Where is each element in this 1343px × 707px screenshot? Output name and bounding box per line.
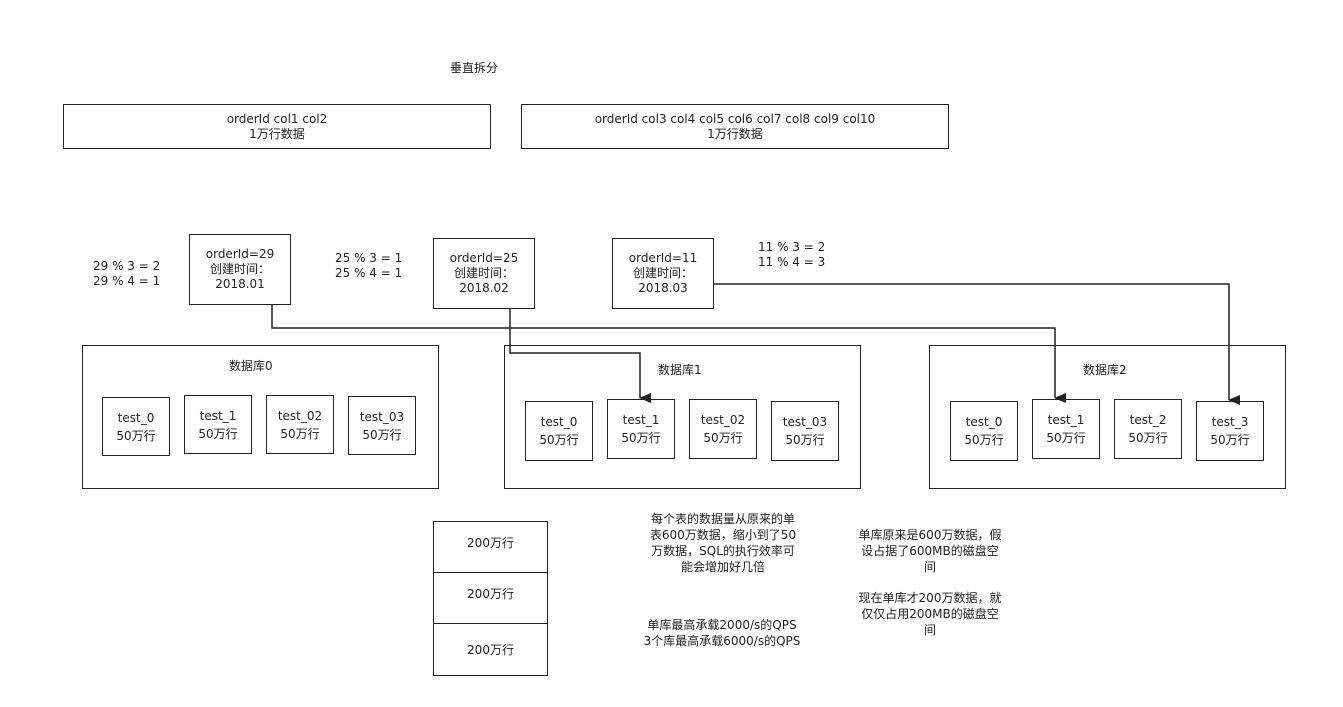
note-line: 单库原来是600万数据，假 (858, 528, 1002, 542)
mod-line: 25 % 4 = 1 (335, 266, 403, 280)
db0-table-test-1: test_1 50万行 (184, 395, 252, 454)
mod-line: 29 % 3 = 2 (93, 259, 161, 273)
order-box-25: orderId=25 创建时间： 2018.02 (433, 238, 535, 309)
db2-table-test-0: test_0 50万行 (950, 401, 1018, 461)
order-created-label: 创建时间： (632, 266, 693, 280)
table-name: test_2 (1129, 413, 1167, 427)
db1-table-test-02: test_02 50万行 (689, 399, 757, 459)
order-created-label: 创建时间： (209, 262, 270, 276)
order-id: orderId=25 (449, 251, 519, 265)
table-name: test_0 (965, 415, 1003, 429)
table-rows: 50万行 (539, 433, 579, 447)
note-line: 仅仅占用200MB的磁盘空 (861, 607, 999, 621)
table-name: test_1 (1047, 413, 1085, 427)
vertical-split-left-rows: 1万行数据 (249, 126, 305, 141)
table-name: test_03 (359, 409, 405, 424)
db1-table-test-0: test_0 50万行 (525, 401, 593, 461)
table-rows: 50万行 (1128, 431, 1168, 445)
mod-line: 29 % 4 = 1 (93, 274, 161, 288)
order-date: 2018.02 (459, 281, 509, 295)
mod-annotation-25: 25 % 3 = 1 25 % 4 = 1 (335, 251, 402, 281)
table-name: test_02 (277, 408, 323, 423)
vertical-split-right-rows: 1万行数据 (707, 126, 763, 141)
table-name: test_1 (622, 413, 660, 427)
mod-annotation-29: 29 % 3 = 2 29 % 4 = 1 (93, 259, 160, 289)
note-line: 表600万数据，缩小到了50 (649, 528, 797, 542)
mod-line: 11 % 4 = 3 (758, 255, 826, 269)
table-name: test_03 (782, 415, 828, 429)
table-rows: 50万行 (703, 431, 743, 445)
vertical-split-left-table: orderId col1 col2 1万行数据 (63, 104, 491, 149)
note-line: 现在单库才200万数据，就 (858, 591, 1002, 605)
stack-cell-1: 200万行 (433, 572, 548, 625)
table-name: test_1 (199, 408, 237, 423)
table-rows: 50万行 (280, 426, 320, 441)
note-table-reduction: 每个表的数据量从原来的单 表600万数据，缩小到了50 万数据，SQL的执行效率… (633, 511, 813, 575)
note-qps: 单库最高承载2000/s的QPS 3个库最高承载6000/s的QPS (622, 617, 822, 649)
note-line: 间 (923, 560, 936, 574)
db2-table-test-3: test_3 50万行 (1196, 401, 1264, 461)
table-rows: 50万行 (116, 428, 156, 443)
db1-table-test-03: test_03 50万行 (771, 401, 839, 461)
table-name: test_3 (1211, 415, 1249, 429)
db0-table-test-03: test_03 50万行 (348, 396, 416, 455)
note-line: 每个表的数据量从原来的单 (650, 512, 795, 526)
table-rows: 50万行 (1046, 431, 1086, 445)
note-disk-after: 现在单库才200万数据，就 仅仅占用200MB的磁盘空 间 (840, 590, 1020, 638)
note-line: 3个库最高承载6000/s的QPS (643, 634, 801, 648)
table-rows: 50万行 (621, 431, 661, 445)
stack-cell-label: 200万行 (467, 587, 514, 601)
order-date: 2018.03 (638, 281, 688, 295)
database-title-0: 数据库0 (229, 359, 273, 373)
stack-cell-label: 200万行 (467, 643, 514, 657)
vertical-split-right-table: orderId col3 col4 col5 col6 col7 col8 co… (521, 104, 949, 149)
database-title-2: 数据库2 (1083, 363, 1127, 377)
table-name: test_0 (117, 410, 155, 425)
db2-table-test-1: test_1 50万行 (1032, 399, 1100, 459)
stack-cell-0: 200万行 (433, 521, 548, 574)
note-line: 间 (923, 623, 936, 637)
mod-line: 25 % 3 = 1 (335, 251, 403, 265)
table-rows: 50万行 (362, 427, 402, 442)
db2-table-test-2: test_2 50万行 (1114, 399, 1182, 459)
table-rows: 50万行 (964, 433, 1004, 447)
table-rows: 50万行 (1210, 433, 1250, 447)
table-name: test_02 (700, 413, 746, 427)
order-box-29: orderId=29 创建时间： 2018.01 (189, 234, 291, 305)
vertical-split-right-cols: orderId col3 col4 col5 col6 col7 col8 co… (594, 111, 876, 126)
stack-cell-label: 200万行 (467, 536, 514, 550)
table-rows: 50万行 (785, 433, 825, 447)
diagram-title: 垂直拆分 (450, 61, 499, 75)
mod-annotation-11: 11 % 3 = 2 11 % 4 = 3 (758, 240, 825, 270)
note-line: 能会增加好几倍 (680, 560, 765, 574)
order-box-11: orderId=11 创建时间： 2018.03 (612, 238, 714, 309)
note-line: 设占据了600MB的磁盘空 (861, 544, 999, 558)
stack-cell-2: 200万行 (433, 623, 548, 676)
mod-line: 11 % 3 = 2 (758, 240, 826, 254)
db0-table-test-02: test_02 50万行 (266, 395, 334, 454)
order-date: 2018.01 (215, 277, 265, 291)
table-rows: 50万行 (198, 426, 238, 441)
database-title-1: 数据库1 (658, 363, 702, 377)
note-line: 万数据，SQL的执行效率可 (651, 544, 795, 558)
db0-table-test-0: test_0 50万行 (102, 397, 170, 456)
order-created-label: 创建时间： (453, 266, 514, 280)
order-id: orderId=29 (205, 247, 275, 261)
note-line: 单库最高承载2000/s的QPS (647, 618, 797, 632)
db1-table-test-1: test_1 50万行 (607, 399, 675, 459)
table-name: test_0 (540, 415, 578, 429)
order-id: orderId=11 (628, 251, 698, 265)
vertical-split-left-cols: orderId col1 col2 (226, 111, 328, 126)
note-disk-before: 单库原来是600万数据，假 设占据了600MB的磁盘空 间 (840, 527, 1020, 575)
